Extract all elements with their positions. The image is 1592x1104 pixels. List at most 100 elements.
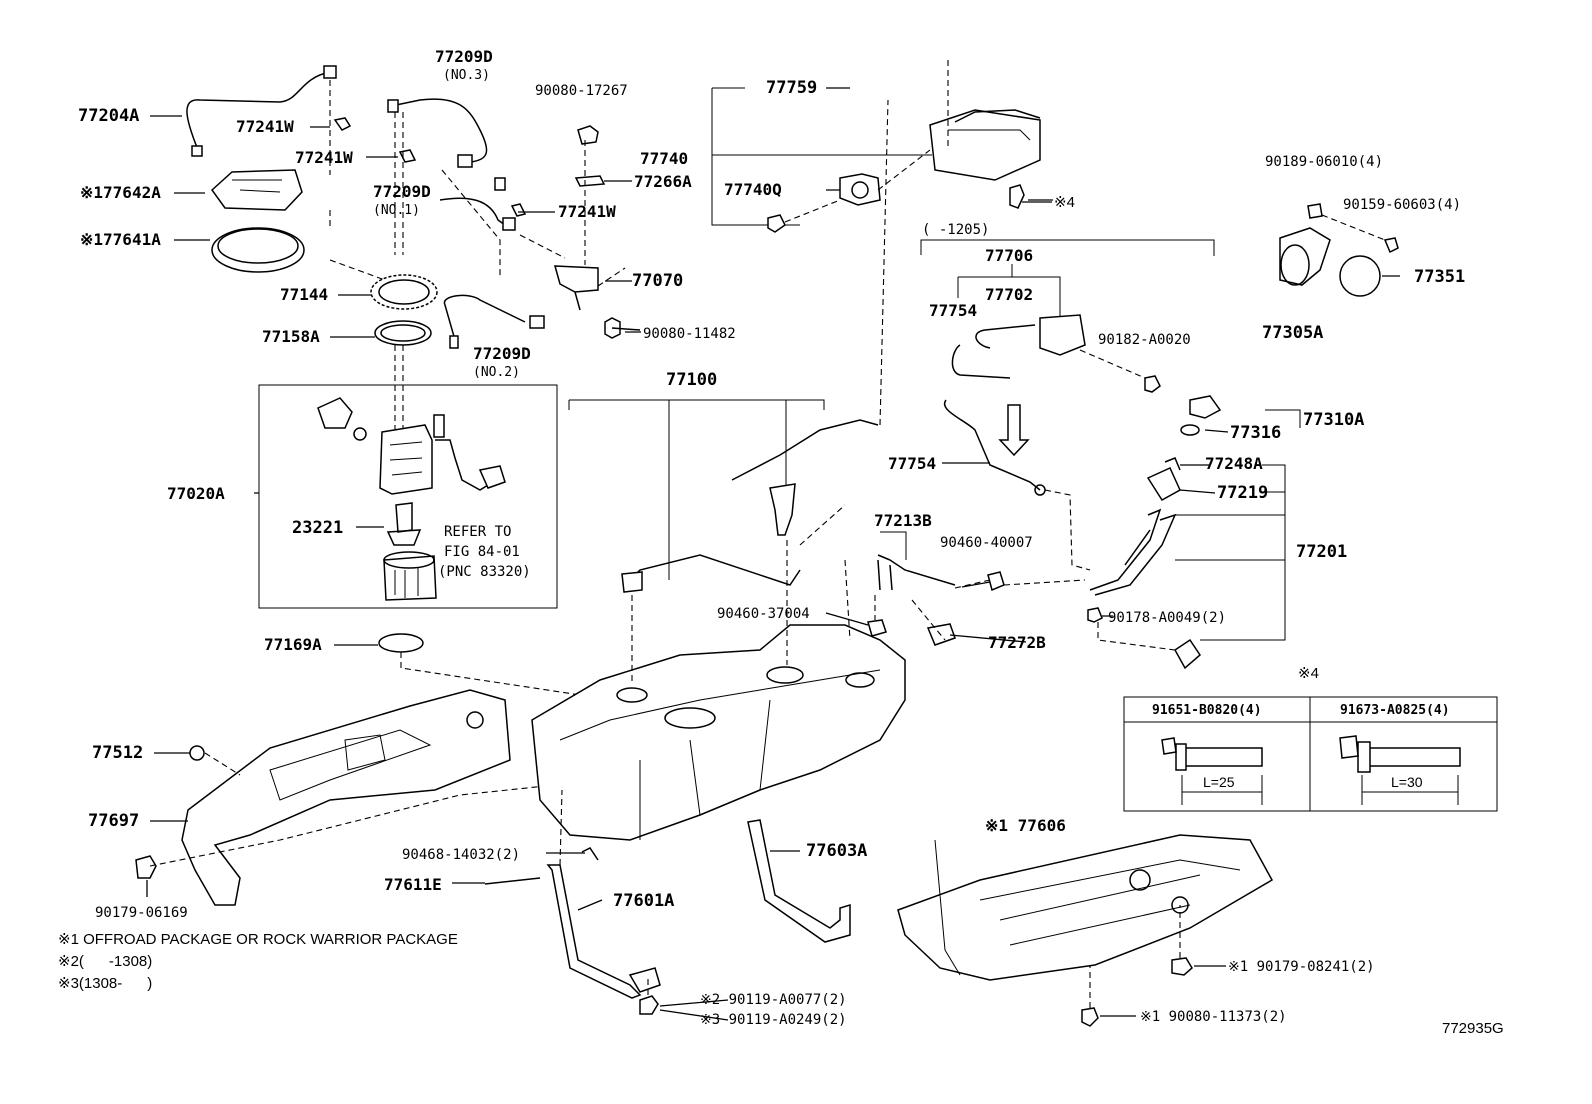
filler-pipe-77201 [1089,508,1177,596]
clip-77241W-b [398,149,417,163]
label-90460-40007: 90460-40007 [940,535,1033,551]
fuel-door-housing-77305A [1279,227,1331,286]
clip-77266A [574,175,606,187]
clip-90468-14032 [581,847,599,861]
label-77697: 77697 [88,811,140,831]
label-77209D-no1: 77209D [373,182,431,201]
bracket-77272B [926,623,956,646]
table-col1-header: 91651-B0820(4) [1152,703,1262,718]
bolt-90119 [639,995,659,1015]
tank-plug [621,571,643,593]
dimension-l25: L=25 [1203,774,1235,790]
tank-sender [769,483,796,536]
bracket-77070 [554,265,599,311]
nut-90179-08241 [1171,957,1193,976]
label-77213B: 77213B [874,511,932,530]
label-77201: 77201 [1296,542,1348,562]
label-77601A: 77601A [613,891,675,911]
label-77219: 77219 [1217,483,1269,503]
strap-77603A [747,819,851,943]
clip-77241W-c [510,203,527,217]
label-77351: 77351 [1414,267,1466,287]
label-90119-A0077: ※2 90119-A0077(2) [700,992,847,1008]
label-77305A: 77305A [1262,323,1324,343]
skid-plate-77606 [897,834,1274,981]
label-77209D-no1-sub: (NO.1) [373,203,420,218]
shield-77697 [181,689,511,906]
label-77169A: 77169A [264,635,322,654]
label-77754-b: 77754 [888,454,937,473]
gasket-77169A [378,633,424,653]
label-90080-11373: ※1 90080-11373(2) [1140,1009,1287,1025]
diagram-code: 772935G [1442,1020,1504,1037]
table-col2-header: 91673-A0825(4) [1340,703,1450,718]
nut-90182-A0020 [1144,375,1161,393]
fuel-door-77351 [1339,255,1381,297]
label-90119-A0249: ※3 90119-A0249(2) [700,1012,847,1028]
label-77316: 77316 [1230,423,1282,443]
wire-77209D-no2 [443,294,545,349]
bolt-90080-11482 [604,317,641,339]
label-90179-06169: 90179-06169 [95,905,188,921]
label-77740Q: 77740Q [724,180,782,199]
label-77611E: 77611E [384,875,442,894]
cover-77642A [210,169,303,211]
label-range-1205: ( -1205) [922,222,990,238]
pump-module-77020A [317,397,506,495]
label-77706: 77706 [985,246,1034,265]
label-90080-17267: 90080-17267 [535,83,628,99]
label-77606: ※1 77606 [985,816,1066,835]
table-title: ※4 [1298,665,1319,682]
label-77702: 77702 [985,285,1034,304]
label-90182-A0020: 90182-A0020 [1098,332,1191,348]
note-2: ※2( -1308) [58,953,153,970]
label-77209D-no2-sub: (NO.2) [473,365,520,380]
tank-tube-a [629,554,801,586]
canister-77740 [929,109,1041,181]
label-77158A: 77158A [262,327,320,346]
nut-90178-A0049 [1087,607,1103,623]
label-77144: 77144 [280,285,329,304]
label-77241W-c: 77241W [558,202,616,221]
wire-77209D-no1 [439,177,516,231]
strap-77601A [546,864,661,999]
wire-77209D-no3 [387,98,488,168]
label-77248A: 77248A [1205,454,1263,473]
clamp-90460-37004 [867,619,887,637]
nut-77512 [189,745,205,761]
label-77241W-a: 77241W [236,117,294,136]
clip-90189-06010 [1307,203,1323,219]
clamp-90460-40007 [987,571,1005,592]
refer-line-3: (PNC 83320) [438,564,531,580]
fuel-pump-23221 [386,502,422,546]
cap-77310A [1189,395,1222,419]
fuel-filter [383,551,437,601]
gasket-77316 [1180,424,1200,436]
gasket-77158A [374,320,432,346]
bolt-90080-11373 [1081,1007,1099,1027]
clip-77241W-a [333,117,352,131]
label-90178-A0049: 90178-A0049(2) [1108,610,1227,626]
bolt-77611E [484,877,541,885]
bolt-canister [1009,184,1025,209]
label-77209D-no3: 77209D [435,47,493,66]
nut-90080-17267 [577,125,599,145]
label-90460-37004: 90460-37004 [717,606,810,622]
label-90189-06010: 90189-06010(4) [1265,154,1384,170]
leader-lines [146,87,1400,1021]
valve-77740Q [839,173,881,206]
label-77070: 77070 [632,271,684,291]
nut-90179-06169 [135,855,157,879]
dimension-l30: L=30 [1391,774,1423,790]
label-77100: 77100 [666,370,718,390]
ring-nut-77144 [370,274,438,310]
bolt-spec-table [1123,696,1498,812]
down-arrow-icon [998,404,1030,457]
label-77204A: 77204A [78,106,140,126]
label-77310A: 77310A [1303,410,1365,430]
note-1: ※1 OFFROAD PACKAGE OR ROCK WARRIOR PACKA… [58,931,458,948]
note-3: ※3(1308- ) [58,975,153,992]
label-77209D-no2: 77209D [473,344,531,363]
